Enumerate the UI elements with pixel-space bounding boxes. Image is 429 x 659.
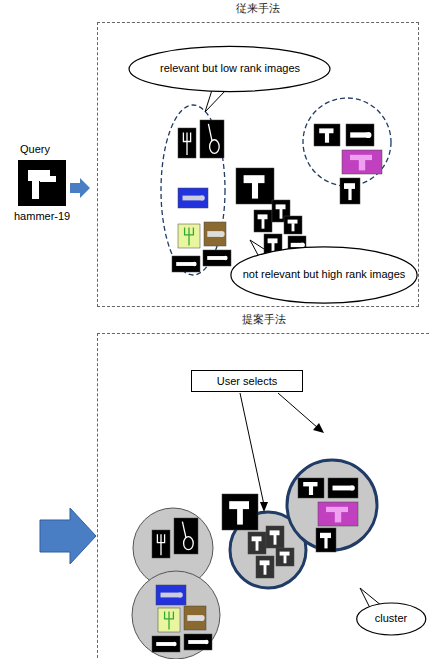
image-thumbnail (204, 222, 226, 246)
image-thumbnail (318, 502, 358, 526)
image-thumbnail (298, 478, 324, 498)
image-thumbnail (346, 124, 374, 146)
image-thumbnail (284, 216, 302, 234)
image-thumbnail (340, 178, 360, 204)
image-thumbnail (174, 518, 198, 554)
image-thumbnail (152, 636, 180, 652)
image-thumbnail (178, 224, 200, 248)
query-image (18, 160, 66, 206)
method-panel: 提案手法User selectscluster (97, 333, 429, 659)
image-thumbnail (184, 606, 206, 630)
image-thumbnail (266, 526, 284, 548)
image-thumbnail (158, 608, 180, 632)
image-thumbnail (178, 188, 208, 208)
method-panel: 従来手法relevant but low rank imagesnot rele… (97, 22, 419, 307)
node-text: cluster (363, 612, 419, 625)
image-thumbnail (152, 530, 170, 558)
image-thumbnail (276, 548, 294, 566)
image-thumbnail (236, 168, 274, 204)
panel-title: 提案手法 (98, 312, 429, 327)
arrow (70, 178, 90, 198)
image-thumbnail (203, 250, 231, 266)
image-thumbnail (156, 585, 186, 605)
callout-bubble: cluster (356, 602, 427, 636)
image-thumbnail (328, 478, 358, 498)
image-thumbnail (172, 256, 200, 272)
panel-title: 従来手法 (98, 1, 418, 16)
image-thumbnail (256, 556, 274, 578)
node-text: not relevant but high rank images (231, 268, 418, 281)
arrow (40, 508, 96, 564)
image-thumbnail (342, 150, 382, 174)
image-thumbnail (248, 532, 266, 554)
image-thumbnail (316, 528, 336, 552)
node-text: User selects (211, 375, 284, 387)
image-label: Query (20, 143, 50, 155)
node-text: relevant but low rank images (148, 62, 312, 75)
image-label: hammer-19 (14, 210, 70, 222)
image-thumbnail (178, 128, 196, 158)
callout-bubble: not relevant but high rank images (229, 245, 419, 305)
image-thumbnail (200, 120, 224, 158)
image-thumbnail (254, 210, 272, 232)
image-thumbnail (184, 634, 212, 650)
select-box: User selects (191, 370, 303, 392)
callout-bubble: relevant but low rank images (127, 45, 332, 93)
image-thumbnail (222, 494, 258, 530)
image-thumbnail (314, 124, 340, 146)
